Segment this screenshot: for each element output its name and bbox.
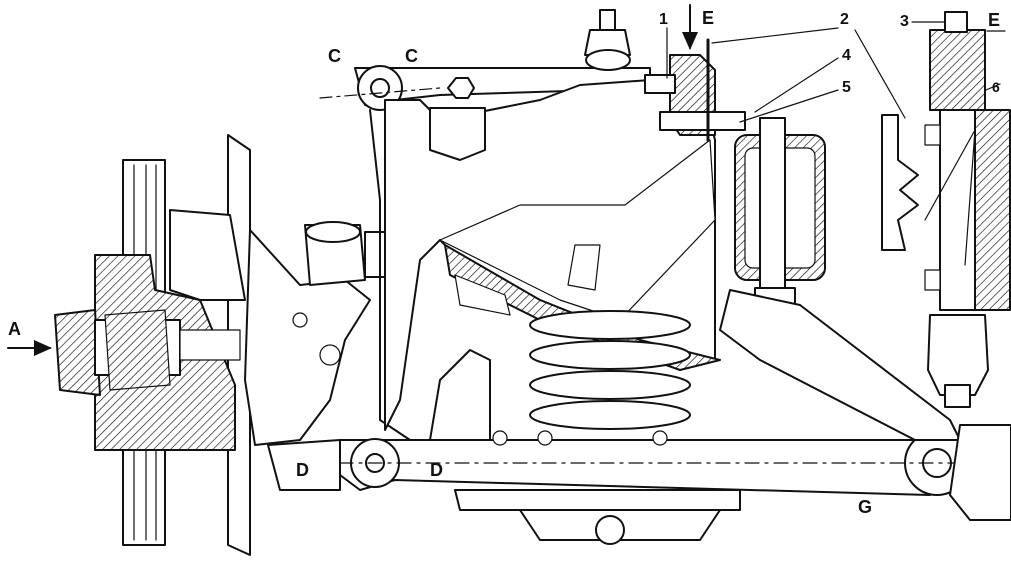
steering-knuckle bbox=[244, 221, 391, 446]
label-c-right: C bbox=[405, 46, 418, 66]
label-c-left: C bbox=[328, 46, 341, 66]
upper-ball-joint bbox=[584, 9, 631, 71]
label-g-lower: G bbox=[858, 497, 872, 517]
detail-shim-plate bbox=[881, 114, 919, 251]
wheel-hub bbox=[54, 209, 246, 451]
callout-6: 6 bbox=[992, 79, 1000, 95]
chassis-rail bbox=[949, 424, 1011, 521]
section-arrow-a: A bbox=[7, 319, 52, 356]
callout-4: 4 bbox=[842, 47, 851, 64]
callout-1: 1 bbox=[659, 11, 668, 28]
shock-absorber bbox=[734, 117, 826, 307]
mount-bolt bbox=[644, 38, 746, 142]
callout-3: 3 bbox=[900, 13, 909, 30]
pivot-nut bbox=[447, 77, 475, 99]
coil-spring bbox=[429, 310, 691, 441]
detail-view-e bbox=[881, 11, 1011, 408]
callout-2: 2 bbox=[840, 11, 849, 28]
label-e-detail: E bbox=[988, 10, 1000, 30]
subframe bbox=[384, 79, 721, 431]
detail-top-mount bbox=[929, 29, 986, 111]
callout-5: 5 bbox=[842, 79, 851, 96]
leader-lines bbox=[666, 21, 1001, 266]
lower-control-arm bbox=[267, 289, 1006, 545]
rear-link bbox=[719, 289, 961, 441]
bump-stop bbox=[429, 107, 486, 161]
section-arrow-e: E bbox=[682, 4, 714, 50]
label-a: A bbox=[8, 319, 21, 339]
label-d-right: D bbox=[430, 460, 443, 480]
label-e-arrow: E bbox=[702, 8, 714, 28]
label-d-left: D bbox=[296, 460, 309, 480]
upper-control-arm bbox=[319, 65, 651, 441]
hub-nut bbox=[54, 309, 101, 396]
